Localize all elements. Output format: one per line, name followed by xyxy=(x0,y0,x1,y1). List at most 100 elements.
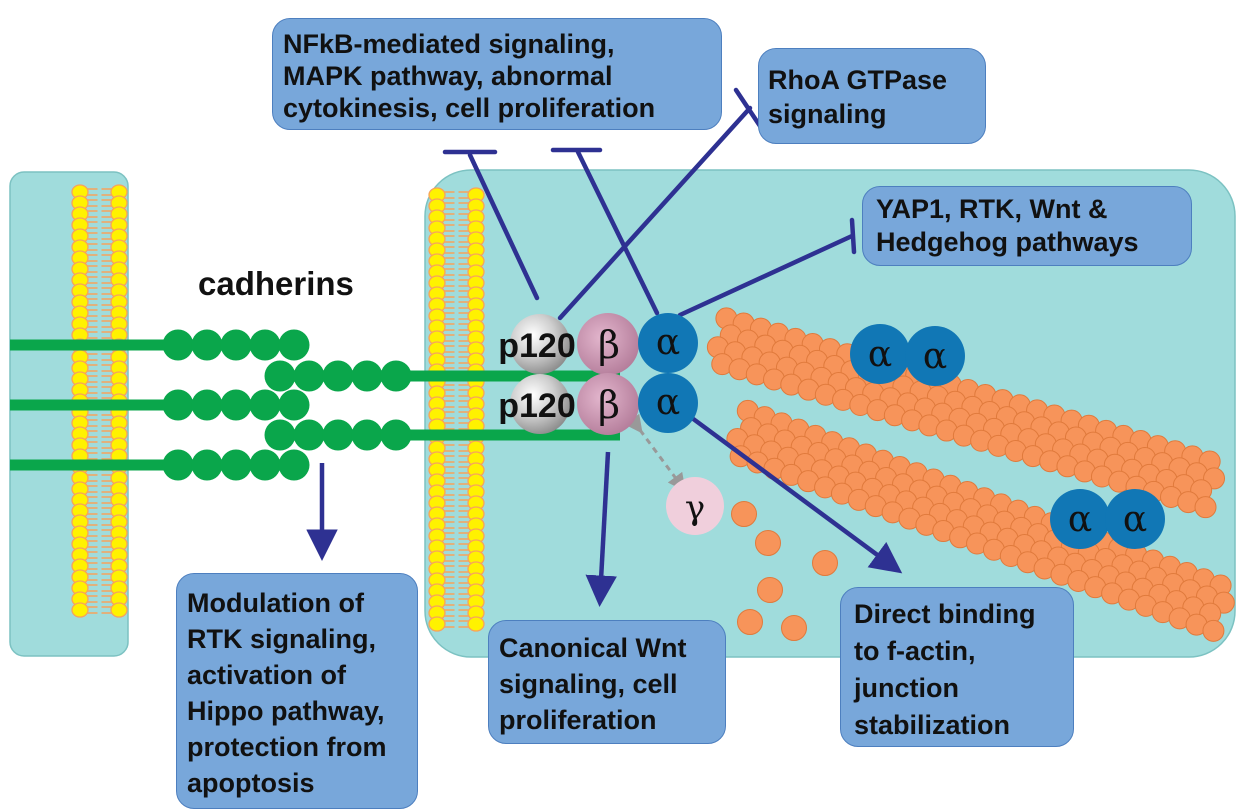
junction-proteins xyxy=(510,313,1165,549)
box-direct-line-4: stabilization xyxy=(854,710,1011,740)
cadherin-domain xyxy=(220,389,252,421)
box-modulation-line-5: protection from xyxy=(187,732,387,762)
box-rhoa-line-1: RhoA GTPase xyxy=(768,65,948,95)
alpha-actin-2a-label: α xyxy=(1068,499,1092,540)
box-yap1-line-2: Hedgehog pathways xyxy=(876,227,1139,257)
beta-lower xyxy=(577,373,639,435)
box-direct-line-2: to f-actin, xyxy=(854,636,976,666)
arrow-beta-gamma xyxy=(624,413,686,492)
right-cell-membrane xyxy=(428,187,485,632)
cadherin-domain xyxy=(278,449,310,481)
inhibition-bar-alpha-yap1 xyxy=(849,217,857,255)
box-canonical-wnt: Canonical Wnt signaling, cell proliferat… xyxy=(488,620,726,744)
cadherin-domain xyxy=(293,419,325,451)
alpha-upper xyxy=(638,313,698,373)
box-direct-line-3: junction xyxy=(854,673,959,703)
inhibition-line-p120-nfkb xyxy=(467,152,540,301)
box-nfkb-line-1: NFkB-mediated signaling, xyxy=(283,29,615,59)
cadherin-domain xyxy=(293,360,325,392)
free-actin-monomer xyxy=(755,530,781,556)
activation-arrows xyxy=(306,416,903,607)
cadherin-domain xyxy=(220,329,252,361)
box-canonical-line-3: proliferation xyxy=(499,705,657,735)
actin-bead xyxy=(1194,496,1217,519)
cadherin-domain xyxy=(162,329,194,361)
cadherin-molecules xyxy=(10,329,620,481)
box-direct-binding: Direct binding to f-actin, junction stab… xyxy=(840,587,1074,747)
cadherin-domain xyxy=(249,449,281,481)
cadherin-domain xyxy=(278,329,310,361)
protein-labels: p120 p120 β β α α γ α α α α xyxy=(498,322,1147,540)
cadherin-domain xyxy=(191,389,223,421)
left-cell xyxy=(9,171,129,657)
cadherin-domain xyxy=(380,360,412,392)
cadherin-domain xyxy=(278,389,310,421)
box-direct-line-1: Direct binding xyxy=(854,599,1036,629)
box-nfkb-line-3: cytokinesis, cell proliferation xyxy=(283,93,656,123)
inhibition-bar-p120-rhoa xyxy=(733,87,763,129)
alpha-actin-1b xyxy=(905,326,965,386)
box-rhoa-signaling: RhoA GTPase signaling xyxy=(758,48,986,144)
lipid-head xyxy=(467,616,485,632)
free-actin-monomer xyxy=(737,609,763,635)
cadherin-domain xyxy=(220,449,252,481)
beta-upper xyxy=(577,313,639,375)
lipid-head xyxy=(428,616,446,632)
cadherin-domain xyxy=(264,419,296,451)
cadherin-domain xyxy=(380,419,412,451)
box-modulation-line-3: activation of xyxy=(187,660,347,690)
alpha-actin-2b xyxy=(1105,489,1165,549)
inhibition-line-alpha-yap1 xyxy=(677,233,855,318)
gamma-catenin xyxy=(666,477,724,535)
box-modulation-line-1: Modulation of xyxy=(187,588,364,618)
lipid-head xyxy=(71,602,89,618)
box-modulation-rtk: Modulation of RTK signaling, activation … xyxy=(176,573,418,809)
arrow-beta-canonical xyxy=(585,451,617,607)
cadherin-domain xyxy=(162,449,194,481)
box-rhoa-line-2: signaling xyxy=(768,99,887,129)
box-canonical-line-1: Canonical Wnt xyxy=(499,633,687,663)
cadherin-domain xyxy=(322,360,354,392)
arrow-alpha-direct xyxy=(690,416,903,574)
cadherin-domain xyxy=(191,329,223,361)
p120-upper xyxy=(510,314,570,374)
box-canonical-line-2: signaling, cell xyxy=(499,669,678,699)
box-yap1-line-1: YAP1, RTK, Wnt & xyxy=(876,194,1108,224)
p120-lower xyxy=(510,374,570,434)
beta-lower-label: β xyxy=(598,383,620,427)
alpha-actin-1a-label: α xyxy=(868,334,892,375)
alpha-actin-2a xyxy=(1050,489,1110,549)
alpha-actin-1a xyxy=(850,324,910,384)
inhibition-lines xyxy=(442,87,857,321)
cadherin-domain xyxy=(162,389,194,421)
cadherin-domain xyxy=(264,360,296,392)
alpha-upper-label: α xyxy=(656,322,680,363)
cadherin-domain xyxy=(351,419,383,451)
box-nfkb-line-2: MAPK pathway, abnormal xyxy=(283,61,613,91)
box-modulation-line-6: apoptosis xyxy=(187,768,315,798)
p120-upper-label: p120 xyxy=(498,327,576,365)
gamma-label: γ xyxy=(685,488,705,528)
alpha-lower xyxy=(638,373,698,433)
cadherins-label: cadherins xyxy=(198,265,354,302)
cadherin-domain xyxy=(249,389,281,421)
box-modulation-line-2: RTK signaling, xyxy=(187,624,376,654)
cadherin-domain xyxy=(191,449,223,481)
free-actin-monomer xyxy=(757,577,783,603)
alpha-actin-2b-label: α xyxy=(1123,499,1147,540)
lipid-head xyxy=(110,602,128,618)
actin-filaments xyxy=(706,307,1235,642)
free-actin-monomer xyxy=(781,615,807,641)
inhibition-line-alpha-nfkb xyxy=(575,149,660,316)
beta-upper-label: β xyxy=(598,323,620,367)
p120-lower-label: p120 xyxy=(498,387,576,425)
cadherin-domain xyxy=(351,360,383,392)
inhibition-line-p120-rhoa xyxy=(557,105,753,321)
cadherin-domain xyxy=(322,419,354,451)
cadherin-domain xyxy=(249,329,281,361)
free-actin-monomer xyxy=(812,550,838,576)
box-nfkb-signaling: NFkB-mediated signaling, MAPK pathway, a… xyxy=(272,18,722,130)
free-actin-monomer xyxy=(731,501,757,527)
